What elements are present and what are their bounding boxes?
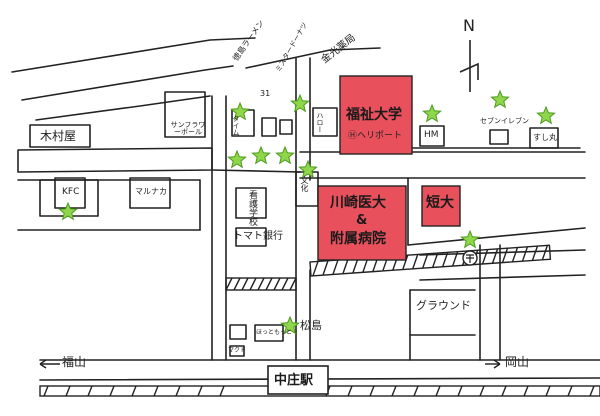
- label-station: 中庄駅: [274, 373, 314, 388]
- label-taimu: タイム: [232, 115, 240, 136]
- label-bunka: 文化: [300, 176, 309, 192]
- star-icon: [58, 201, 78, 221]
- label-ground: グラウンド: [416, 299, 471, 312]
- label-fukuyama: 福山: [62, 355, 87, 369]
- bus-stop-icon: [462, 250, 478, 266]
- star-icon: [536, 105, 556, 125]
- university-block: [339, 75, 413, 155]
- label-sunflower: サンフラワーボール: [170, 121, 206, 136]
- label-hospital: 附属病院: [330, 231, 386, 247]
- star-icon: [230, 101, 250, 121]
- label-31: 31: [260, 89, 271, 98]
- label-and: &: [356, 213, 368, 228]
- star-icon: [490, 89, 510, 109]
- star-icon: [227, 149, 247, 169]
- label-kawasaki: 川崎医大: [330, 195, 386, 211]
- star-icon: [290, 93, 310, 113]
- station-box: [267, 365, 329, 395]
- label-tomato-bank: トマト銀行: [233, 231, 283, 242]
- label-marunaka: マルナカ: [135, 187, 167, 196]
- label-small-shop2: ほっともっと: [256, 329, 293, 336]
- label-halo: ハロー: [316, 112, 324, 133]
- star-markers: [58, 89, 556, 335]
- star-icon: [275, 145, 295, 165]
- label-okayama: 岡山: [505, 355, 530, 369]
- label-kfc: KFC: [62, 187, 80, 197]
- rail-hatch-left: [225, 277, 297, 291]
- star-icon: [251, 145, 271, 165]
- star-icon: [298, 159, 318, 179]
- label-sushimaru: すし丸: [533, 133, 557, 142]
- label-heliport: Ⓗヘリポート: [348, 131, 403, 141]
- compass-label: N: [463, 16, 475, 35]
- star-icon: [280, 315, 300, 335]
- label-small-shop1: マクド: [228, 347, 247, 354]
- rail-hatch-bottom: [43, 385, 595, 397]
- label-tandai: 短大: [426, 195, 454, 211]
- kawasaki-block: [317, 185, 407, 261]
- compass-arrow-icon: [459, 40, 479, 92]
- star-icon: [460, 229, 480, 249]
- label-medical-school: 看護学校: [247, 190, 257, 226]
- label-seven: セブンイレブン: [480, 117, 529, 125]
- tandai-block: [421, 185, 461, 227]
- label-hm: HM: [424, 130, 439, 140]
- label-university: 福祉大学: [346, 107, 402, 123]
- label-kimuraya: 木村屋: [40, 129, 77, 143]
- label-matsushima: 松島: [300, 319, 322, 332]
- star-icon: [422, 103, 442, 123]
